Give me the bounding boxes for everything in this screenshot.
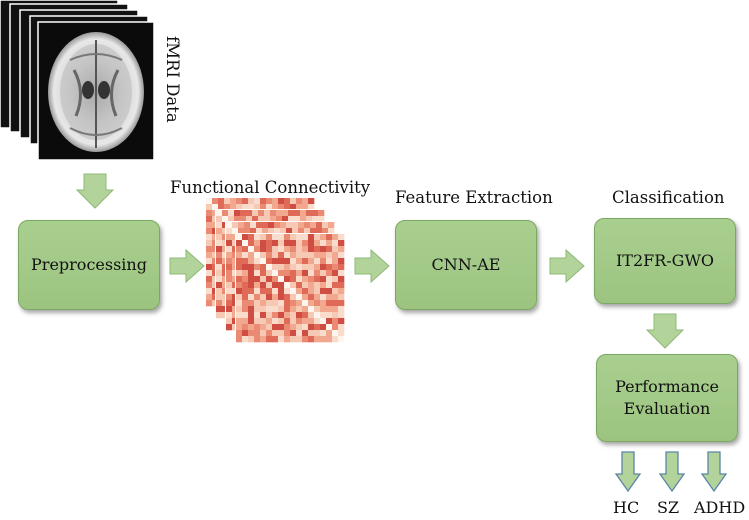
arrow-connectivity-to-cnn-ae [354, 248, 390, 284]
fmri-stack-image [0, 0, 155, 161]
fmri-data-label: fMRI Data [163, 36, 182, 123]
arrow-classifier-to-evaluation [645, 313, 685, 349]
it2fr-gwo-box: IT2FR-GWO [594, 218, 736, 304]
feature-extraction-label: Feature Extraction [395, 188, 553, 207]
connectivity-matrix-4 [235, 233, 345, 343]
output-adhd: ADHD [694, 498, 746, 517]
arrow-to-adhd [700, 451, 728, 493]
preprocessing-box: Preprocessing [18, 220, 160, 310]
output-sz: SZ [657, 498, 680, 517]
cnn-ae-box: CNN-AE [395, 220, 537, 310]
arrow-cnn-ae-to-classifier [549, 248, 585, 284]
arrow-fmri-to-preprocessing [75, 173, 115, 209]
performance-evaluation-label: Performance Evaluation [615, 377, 719, 418]
arrow-to-sz [658, 451, 686, 493]
arrow-preprocessing-to-connectivity [169, 248, 205, 284]
output-hc: HC [613, 498, 640, 517]
preprocessing-label: Preprocessing [31, 255, 147, 275]
connectivity-matrix-stack [205, 197, 345, 343]
cnn-ae-label: CNN-AE [431, 255, 501, 275]
functional-connectivity-label: Functional Connectivity [170, 178, 371, 197]
arrow-to-hc [614, 451, 642, 493]
classification-label: Classification [612, 188, 725, 207]
it2fr-gwo-label: IT2FR-GWO [615, 251, 715, 271]
performance-evaluation-box: Performance Evaluation [596, 354, 738, 442]
